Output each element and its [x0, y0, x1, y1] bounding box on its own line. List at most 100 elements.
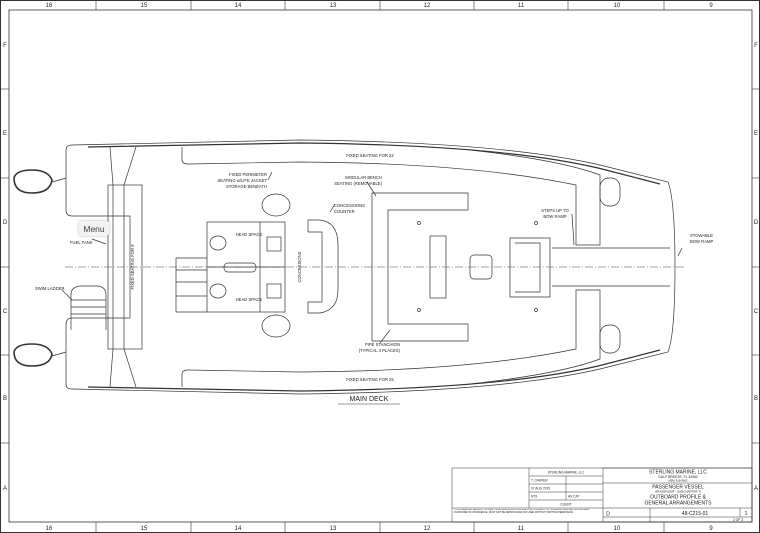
zone-col-bottom: 9: [709, 526, 713, 532]
toilet-icon: [209, 235, 227, 251]
partition: [223, 262, 257, 273]
label-concessions: CONCESSIONS: [297, 251, 302, 282]
label-steps: BOW RAMP: [543, 214, 566, 219]
tb-phone: (850) 916-8002: [668, 479, 688, 483]
perimeter-seat-top: [181, 147, 601, 246]
hatch-icon: [599, 324, 621, 354]
tb-drawn-by: T. CARVER: [531, 479, 548, 483]
zone-row-left: C: [3, 309, 8, 315]
zone-col-bottom: 11: [518, 526, 525, 532]
swim-ladder: [70, 285, 107, 330]
zone-row-right: D: [754, 220, 759, 226]
zone-row-left: A: [3, 486, 7, 492]
zone-col-top: 14: [235, 3, 242, 9]
zone-row-left: E: [3, 131, 7, 137]
zone-col-top: 10: [614, 3, 621, 9]
transom-lines: [109, 146, 137, 388]
tb-scale: NTS: [531, 495, 537, 499]
zone-col-top: 16: [46, 3, 53, 9]
perimeter-seat-bottom: [181, 289, 601, 387]
zone-col-top: 13: [330, 3, 337, 9]
zone-col-bottom: 10: [614, 526, 621, 532]
outboard-motor-bottom: [13, 343, 53, 367]
label-pipe-stanchion: (TYPICAL 4 PLACES): [359, 348, 401, 353]
tb-size: D: [606, 512, 610, 518]
inner-border: [8, 9, 753, 523]
label-concessions-counter: COUNTER: [334, 209, 355, 214]
zone-col-bottom: 14: [235, 526, 242, 532]
label-fuel-tank: FUEL TANK: [70, 240, 93, 245]
zone-col-bottom: 13: [330, 526, 337, 532]
concessions-counter: [307, 219, 339, 314]
hatch-icon: [599, 177, 621, 207]
label-steps: STEPS UP TO: [541, 208, 569, 213]
hull-plan: [13, 139, 683, 405]
tb-vessel-sub: (PASSENGER - SUBCHAPTER T): [655, 490, 701, 494]
label-head-space: HEAD SPACE: [236, 297, 263, 302]
tb-company: STERLING MARINE, LLC: [649, 470, 707, 476]
view-title: MAIN DECK: [350, 396, 389, 403]
zone-row-right: B: [754, 396, 758, 402]
tb-vessel: PASSENGER VESSEL: [652, 485, 704, 491]
tb-client: CLIENT: [560, 503, 571, 507]
hull-outline: [65, 139, 676, 395]
zone-labels: 16 15 14 13 12 11 10 9 16 15 14 13 12 11…: [3, 3, 759, 532]
tb-notice: THIS DRAWING, DESIGN, CONCEPT AND SPECIF…: [454, 509, 589, 514]
zone-row-right: E: [754, 131, 758, 137]
tb-dwg-no: 48-C215-01: [682, 511, 709, 517]
fixed-seating-8: [107, 184, 143, 350]
zone-row-left: D: [3, 220, 8, 226]
zone-col-bottom: 15: [141, 526, 148, 532]
label-bow-ramp: STOWABLE: [690, 233, 713, 238]
helm-console: [509, 237, 551, 298]
zone-col-top: 15: [141, 3, 148, 9]
label-perimeter: STORAGE BENEATH: [226, 184, 267, 189]
label-bench: MODULAR BENCH: [345, 175, 382, 180]
tb-sheet: 2 OF 3: [733, 518, 743, 522]
modular-bench: [371, 192, 469, 342]
label-bench: SEATING (REMOVABLE): [334, 181, 382, 186]
label-concessions-counter: CONCESSIONS: [334, 203, 365, 208]
label-fixed-seating-8: FIXED SEATING FOR 8: [130, 244, 135, 290]
zone-row-left: F: [3, 43, 7, 49]
bow-ramp: [552, 247, 670, 287]
zone-row-left: B: [3, 396, 7, 402]
helm-seat: [469, 254, 493, 280]
menu-button[interactable]: Menu: [79, 221, 109, 236]
stairs: [175, 257, 207, 313]
tb-date: 07 AUG 2019: [531, 487, 550, 491]
zone-row-right: A: [754, 486, 758, 492]
label-bow-ramp: BOW RAMP: [690, 239, 713, 244]
hatch-icon: [261, 193, 291, 217]
zone-col-top: 11: [518, 3, 525, 9]
tb-company-small: STERLING MARINE, LLC: [548, 471, 586, 475]
tb-title-1: OUTBOARD PROFILE &: [650, 494, 707, 500]
label-fixed-seating-25: FIXED SEATING FOR 25: [346, 377, 394, 382]
label-perimeter: SEATING w/LIFE JACKET: [218, 178, 268, 183]
title-block: [451, 467, 753, 523]
hatch-icon: [261, 314, 291, 338]
label-swim-ladder: SWIM LADDER: [35, 286, 65, 291]
zone-col-top: 12: [424, 3, 431, 9]
tb-rev: 1: [745, 511, 748, 517]
sink-icon: [266, 236, 282, 252]
tb-sheet-size: AS CAT: [568, 495, 579, 499]
zone-col-bottom: 16: [46, 526, 53, 532]
label-fixed-seating-22: FIXED SEATING FOR 22: [346, 153, 394, 158]
label-pipe-stanchion: PIPE STANCHION: [365, 342, 400, 347]
zone-row-right: F: [754, 43, 758, 49]
outboard-motor-top: [13, 169, 53, 194]
label-perimeter: FIXED PERIMETER: [229, 172, 267, 177]
toilet-icon: [209, 283, 227, 299]
sink-icon: [266, 283, 282, 299]
tb-title-2: GENERAL ARRANGEMENTS: [644, 501, 712, 507]
tb-address: GULF BREEZE, FL 32562: [658, 475, 698, 479]
zone-col-top: 9: [709, 3, 713, 9]
zone-col-bottom: 12: [424, 526, 431, 532]
label-head-space: HEAD SPACE: [236, 232, 263, 237]
zone-row-right: C: [754, 309, 759, 315]
bench-center: [429, 235, 447, 299]
